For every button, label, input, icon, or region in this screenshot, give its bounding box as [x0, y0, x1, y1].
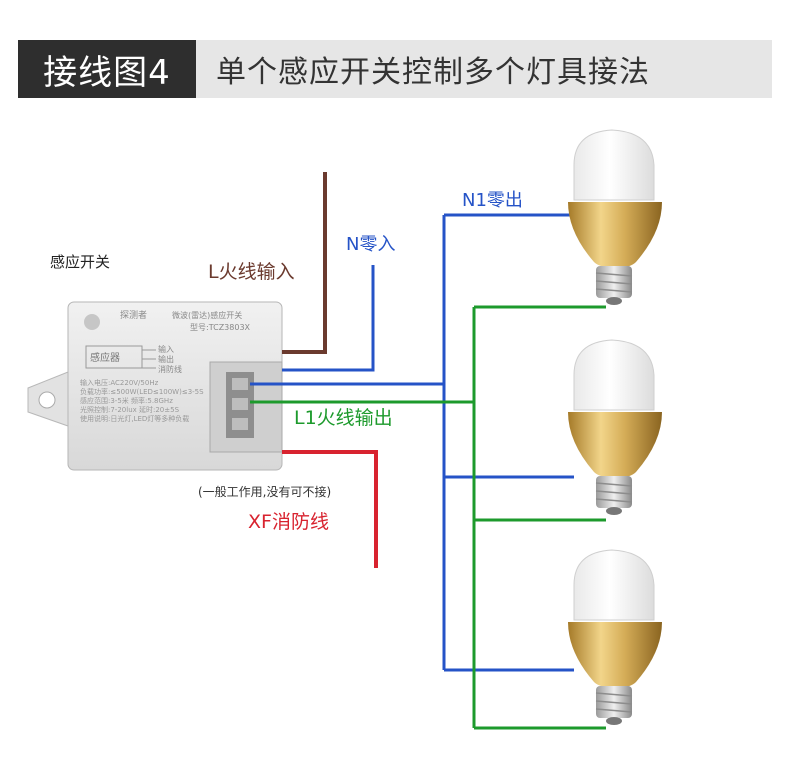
l1-branches [474, 305, 606, 730]
n-input-label: N零入 [346, 234, 395, 255]
spec-line: 感应范围:3-5米 频率:5.8GHz [80, 396, 173, 405]
diagram-badge: 接线图4 [18, 40, 196, 98]
device-product-line: 微波(雷达)感应开关 [172, 310, 242, 320]
terminal-label: 消防线 [158, 364, 182, 374]
light-bulb-icon [567, 549, 663, 726]
xf-label: XF消防线 [248, 511, 329, 533]
sensor-label: 感应器 [90, 351, 120, 364]
n-input-wire [282, 265, 375, 372]
terminal-label: 输出 [158, 354, 174, 364]
l-input-label: L火线输入 [208, 261, 295, 283]
spec-line: 使用说明:日光灯,LED灯等多种负载 [80, 414, 189, 423]
n1-branches [444, 213, 574, 672]
diagram-badge-text: 接线图4 [43, 52, 171, 93]
device-caption: 感应开关 [50, 253, 110, 271]
mounting-hole-icon [38, 391, 56, 409]
l1-output-label: L1火线输出 [294, 407, 393, 429]
xf-wire [282, 450, 378, 568]
sensor-window-icon [84, 314, 100, 330]
spec-line: 输入电压:AC220V/50Hz [80, 378, 159, 387]
page-title: 单个感应开关控制多个灯具接法 [196, 40, 772, 98]
light-bulb-icon [567, 339, 663, 516]
n1-output-label: N1零出 [462, 190, 523, 211]
device-model: 型号:TCZ3803X [190, 323, 251, 332]
page-title-text: 单个感应开关控制多个灯具接法 [216, 55, 650, 90]
light-bulb-icon [567, 129, 663, 306]
spec-line: 光照控制:7-20lux 延时:20±5S [80, 405, 180, 414]
xf-note: (一般工作用,没有可不接) [198, 484, 331, 499]
l-input-wire [282, 172, 327, 354]
sensor-block [85, 345, 143, 369]
terminal-label: 输入 [158, 344, 174, 354]
sensor-switch: 探测者 微波(雷达)感应开关 型号:TCZ3803X 感应器 输入 输出 消防线… [27, 301, 283, 471]
device-brand: 探测者 [120, 309, 147, 321]
spec-line: 负载功率:≤500W(LED≤100W)≤3-5S [80, 387, 204, 396]
